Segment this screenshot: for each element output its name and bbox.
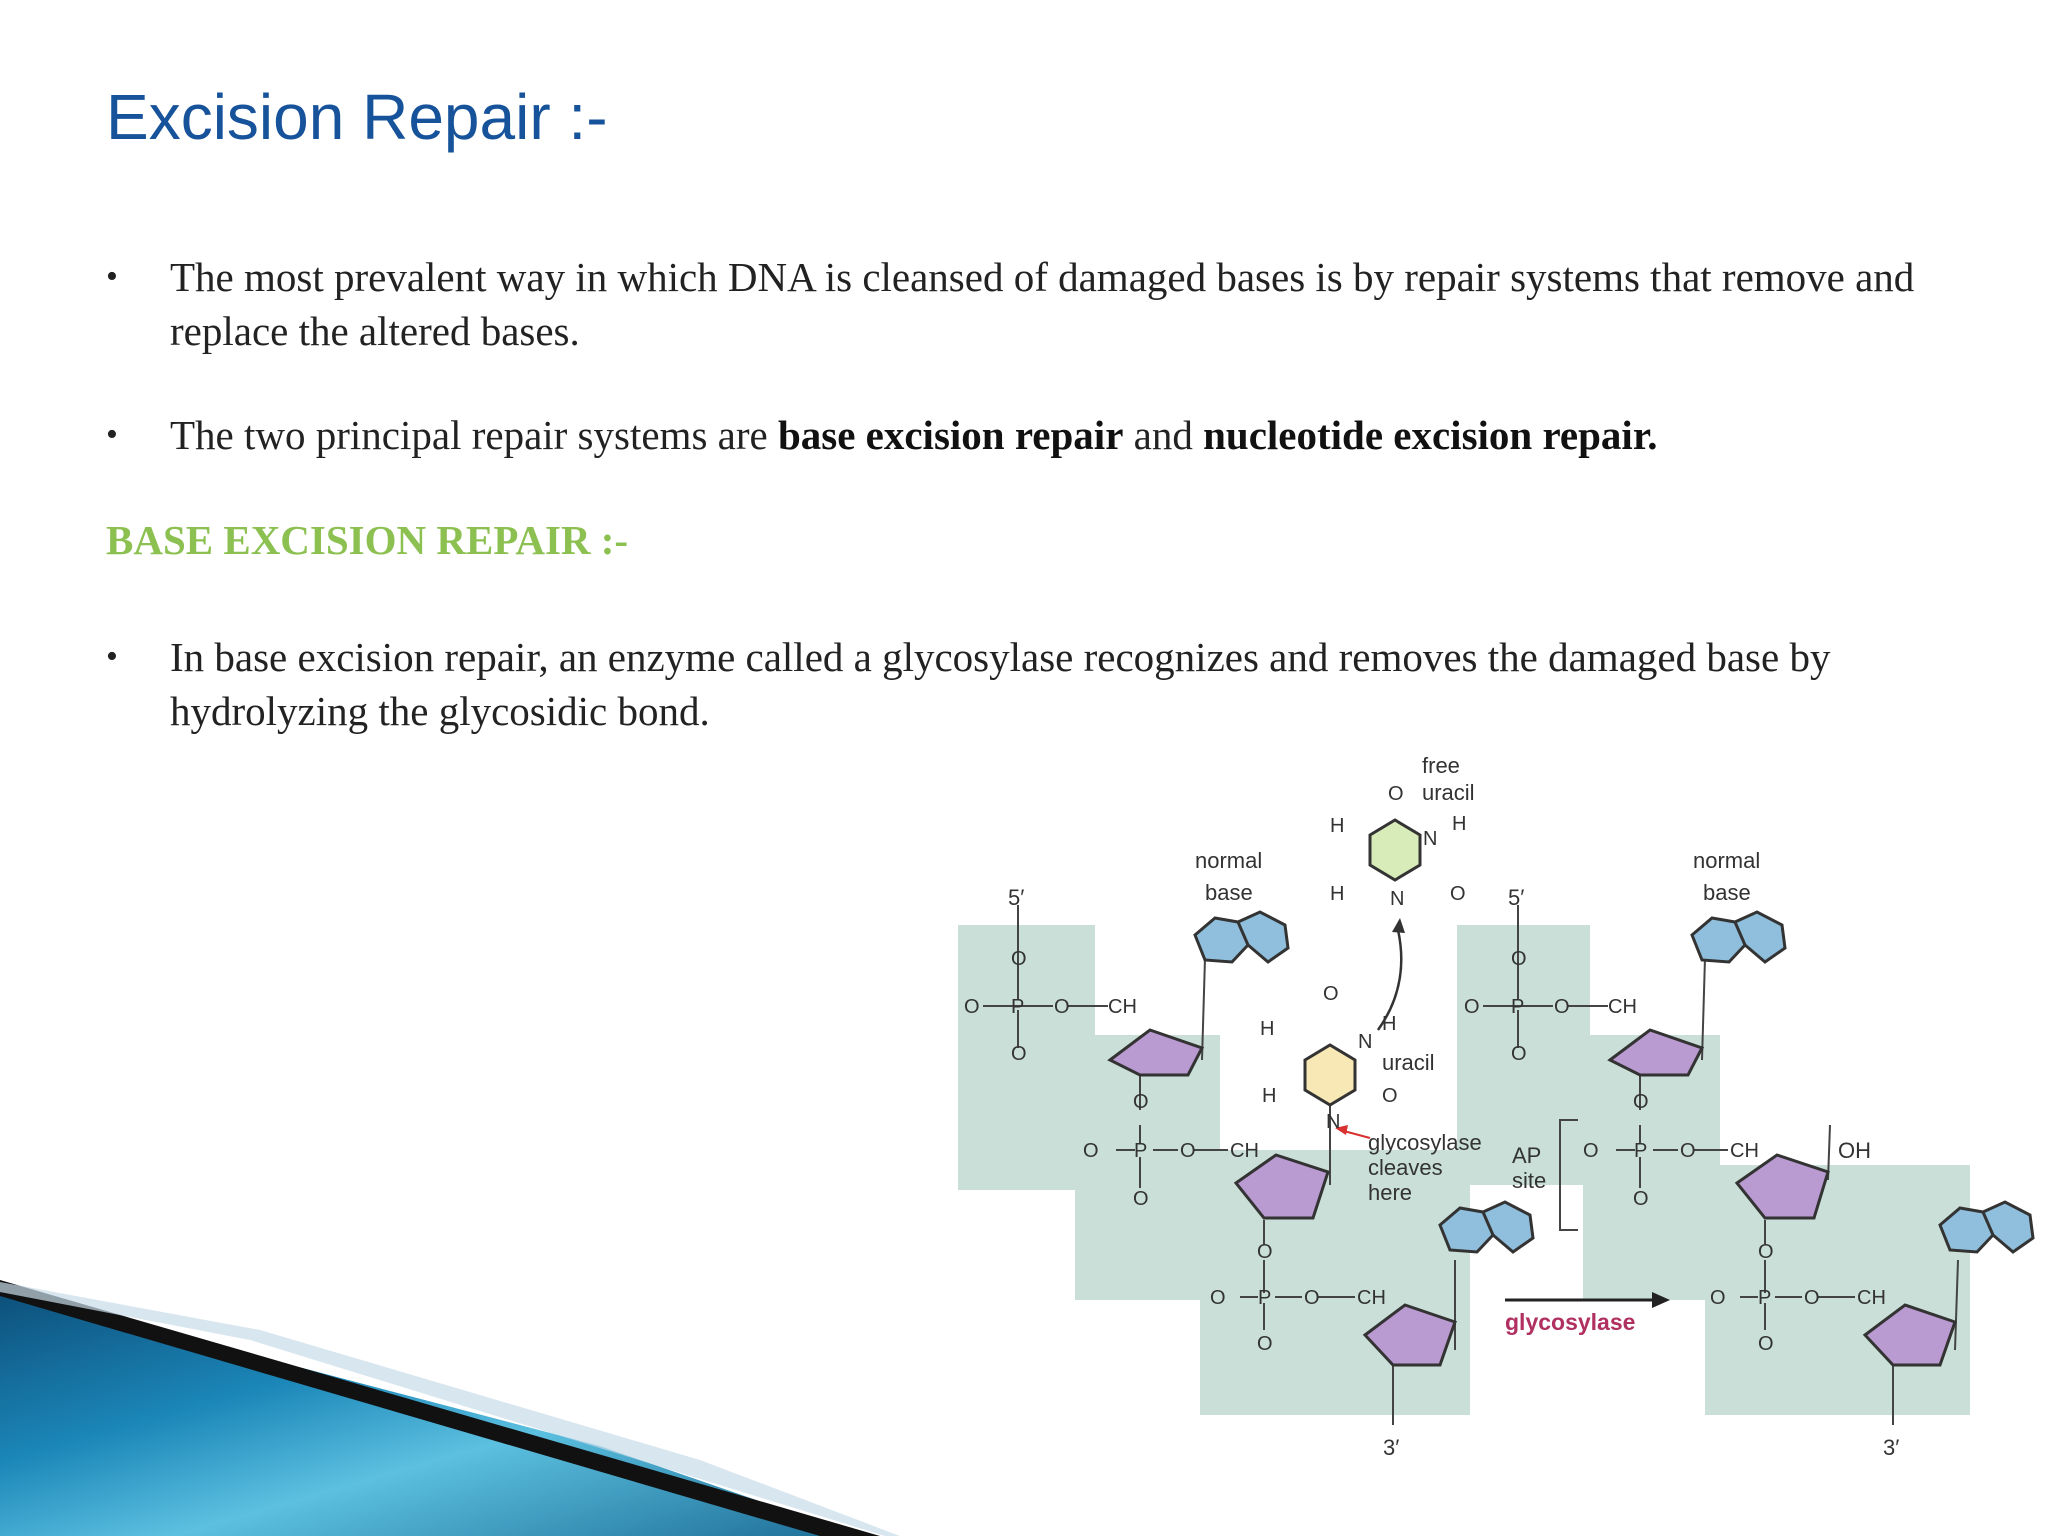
- svg-text:O: O: [1180, 1140, 1196, 1162]
- svg-text:O: O: [1323, 983, 1339, 1005]
- svg-text:CH: CH: [1108, 996, 1137, 1018]
- ap-site-label-a: AP: [1512, 1143, 1541, 1168]
- backbone-bg-right: [1457, 925, 1970, 1415]
- uracil-ring-free: [1368, 818, 1422, 882]
- label-3prime-right: 3′: [1883, 1435, 1899, 1460]
- sugar-5: [1734, 1153, 1830, 1220]
- svg-text:O: O: [964, 996, 980, 1018]
- svg-text:H: H: [1262, 1085, 1276, 1107]
- svg-text:H: H: [1330, 815, 1344, 837]
- slide-title: Excision Repair :-: [106, 81, 608, 153]
- svg-text:O: O: [1804, 1287, 1820, 1309]
- svg-text:O: O: [1083, 1140, 1099, 1162]
- normal-base-2: [1438, 1200, 1535, 1254]
- normal-base-label-2a: normal: [1693, 848, 1760, 873]
- bullet-2-mid: and: [1123, 412, 1204, 458]
- svg-text:O: O: [1257, 1333, 1273, 1355]
- svg-text:O: O: [1583, 1140, 1599, 1162]
- uracil-ring-attached: [1303, 1043, 1357, 1107]
- svg-text:O: O: [1011, 1043, 1027, 1065]
- svg-text:O: O: [1554, 996, 1570, 1018]
- bullet-2-bold-ber: base excision repair: [777, 412, 1124, 458]
- svg-text:CH: CH: [1230, 1140, 1259, 1162]
- normal-base-label-2b: base: [1703, 880, 1751, 905]
- bullet-1: • The most prevalent way in which DNA is…: [106, 250, 2006, 358]
- svg-text:O: O: [1511, 948, 1527, 970]
- svg-text:CH: CH: [1357, 1287, 1386, 1309]
- svg-text:CH: CH: [1730, 1140, 1759, 1162]
- normal-base-4: [1938, 1200, 2035, 1254]
- glycosylase-arrow-label: glycosylase: [1505, 1309, 1635, 1335]
- bullet-dot-icon: •: [106, 416, 118, 453]
- cleave-label-a: glycosylase: [1368, 1130, 1482, 1155]
- svg-text:O: O: [1011, 948, 1027, 970]
- label-5prime-left: 5′: [1008, 885, 1024, 910]
- sugar-3: [1362, 1303, 1457, 1367]
- svg-text:P: P: [1011, 996, 1024, 1018]
- svg-text:N: N: [1326, 1111, 1340, 1133]
- label-5prime-right: 5′: [1508, 885, 1524, 910]
- svg-text:H: H: [1452, 813, 1466, 835]
- svg-text:P: P: [1634, 1140, 1647, 1162]
- svg-text:N: N: [1390, 888, 1404, 910]
- bullet-dot-icon: •: [106, 638, 118, 675]
- svg-text:P: P: [1758, 1287, 1771, 1309]
- svg-text:O: O: [1680, 1140, 1696, 1162]
- svg-text:O: O: [1257, 1241, 1273, 1263]
- svg-text:H: H: [1382, 1013, 1396, 1035]
- normal-base-1: [1193, 910, 1290, 964]
- svg-text:O: O: [1210, 1287, 1226, 1309]
- svg-text:O: O: [1133, 1091, 1149, 1113]
- svg-text:O: O: [1464, 996, 1480, 1018]
- bullet-3: • In base excision repair, an enzyme cal…: [106, 630, 2006, 738]
- ap-site-label-b: site: [1512, 1168, 1546, 1193]
- svg-text:O: O: [1758, 1333, 1774, 1355]
- sugar-2: [1233, 1153, 1330, 1220]
- svg-text:P: P: [1258, 1287, 1271, 1309]
- svg-text:CH: CH: [1857, 1287, 1886, 1309]
- sugar-4: [1607, 1028, 1705, 1077]
- svg-text:O: O: [1511, 1043, 1527, 1065]
- backbone-bg-left: [958, 925, 1470, 1415]
- bullet-2-bold-ner: nucleotide excision repair.: [1203, 412, 1658, 458]
- bullet-1-text: The most prevalent way in which DNA is c…: [170, 254, 1915, 354]
- svg-text:O: O: [1633, 1091, 1649, 1113]
- svg-text:O: O: [1054, 996, 1070, 1018]
- normal-base-label-1b: base: [1205, 880, 1253, 905]
- svg-text:O: O: [1388, 783, 1404, 805]
- cleave-label-b: cleaves: [1368, 1155, 1443, 1180]
- svg-text:O: O: [1133, 1188, 1149, 1210]
- bullet-2-text: The two principal repair systems are bas…: [170, 408, 2006, 462]
- base-excision-diagram: 5′ 5′ 3′ 3′ normal base normal base free…: [958, 753, 2035, 1460]
- normal-base-label-1a: normal: [1195, 848, 1262, 873]
- cleave-label-c: here: [1368, 1180, 1412, 1205]
- svg-text:CH: CH: [1608, 996, 1637, 1018]
- svg-text:N: N: [1423, 828, 1437, 850]
- svg-text:H: H: [1260, 1018, 1274, 1040]
- svg-text:O: O: [1710, 1287, 1726, 1309]
- svg-text:O: O: [1382, 1085, 1398, 1107]
- oh-label: OH: [1838, 1138, 1871, 1163]
- svg-text:O: O: [1758, 1241, 1774, 1263]
- bullet-2: • The two principal repair systems are b…: [106, 408, 2006, 462]
- bullet-dot-icon: •: [106, 258, 118, 295]
- svg-text:N: N: [1358, 1031, 1372, 1053]
- free-uracil-label-b: uracil: [1422, 780, 1475, 805]
- svg-text:O: O: [1633, 1188, 1649, 1210]
- svg-text:O: O: [1450, 883, 1466, 905]
- section-heading: BASE EXCISION REPAIR :-: [106, 517, 629, 563]
- label-3prime-left: 3′: [1383, 1435, 1399, 1460]
- corner-ribbon-ornament: [0, 1280, 900, 1536]
- sugar-6: [1862, 1303, 1957, 1367]
- free-uracil-label-a: free: [1422, 753, 1460, 778]
- svg-text:P: P: [1511, 996, 1524, 1018]
- svg-text:O: O: [1304, 1287, 1320, 1309]
- normal-base-3: [1690, 910, 1787, 964]
- uracil-label: uracil: [1382, 1050, 1435, 1075]
- sugar-1: [1107, 1028, 1205, 1077]
- svg-text:P: P: [1134, 1140, 1147, 1162]
- bullet-3-text: In base excision repair, an enzyme calle…: [170, 634, 1831, 734]
- bullet-2-pre: The two principal repair systems are: [170, 412, 778, 458]
- svg-text:H: H: [1330, 883, 1344, 905]
